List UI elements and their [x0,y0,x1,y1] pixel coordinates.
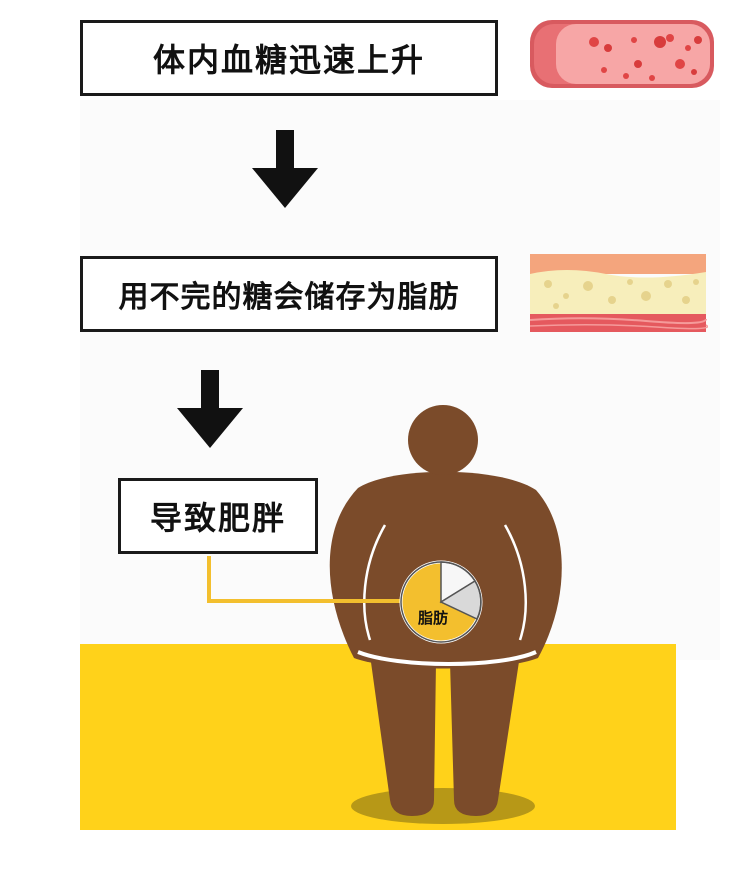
step-blood-sugar-rise-label: 体内血糖迅速上升 [152,41,425,79]
step-blood-sugar-rise: 体内血糖迅速上升 [80,20,498,96]
fat-layer-icon [529,254,708,332]
step-store-as-fat-label: 用不完的糖会储存为脂肪 [118,280,460,315]
step-store-as-fat: 用不完的糖会储存为脂肪 [80,256,498,332]
arrow-down-icon [252,130,318,208]
step-cause-obesity-label: 导致肥胖 [149,499,286,537]
fat-pie-icon [399,560,483,644]
blood-vessel-icon [530,20,714,88]
connector-line [207,556,404,603]
pie-fat-label: 脂肪 [417,609,448,627]
shadow-shape [351,788,535,824]
arrow-down-icon [177,370,243,448]
step-cause-obesity: 导致肥胖 [118,478,318,554]
